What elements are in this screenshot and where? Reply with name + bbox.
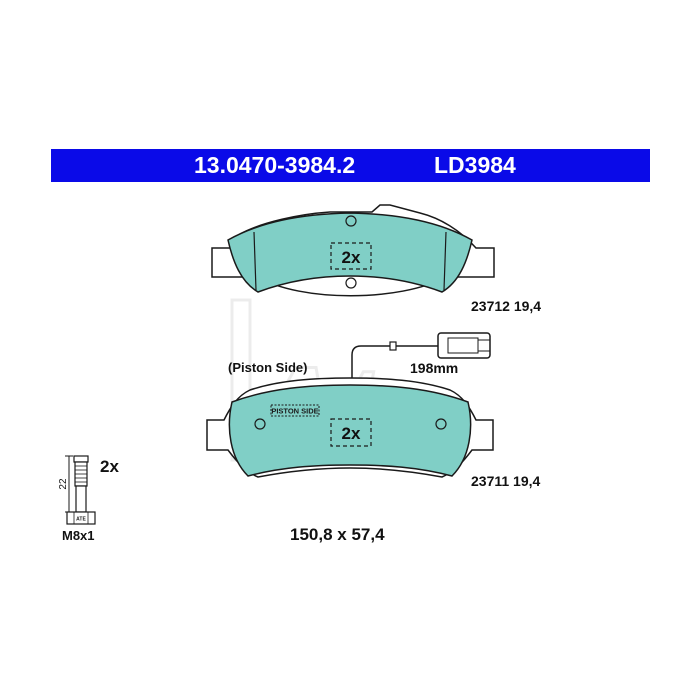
bottom-pad-qty-box <box>330 418 372 447</box>
top-pad-friction <box>227 212 473 293</box>
part-number: 13.0470-3984.2 <box>194 152 356 178</box>
top-pad-hole-lower <box>345 277 357 289</box>
title-banner: 13.0470-3984.2 LD3984 <box>51 149 650 182</box>
wear-sensor <box>351 332 491 378</box>
pad-dimensions: 150,8 x 57,4 <box>290 525 385 544</box>
top-brake-pad: 2x <box>211 204 495 297</box>
bottom-pad-spec: 23711 19,4 <box>471 473 541 489</box>
top-pad-qty-box <box>330 242 372 270</box>
bolt-quantity: 2x <box>100 457 119 476</box>
piston-side-stamp <box>270 404 320 417</box>
bottom-brake-pad: PISTON SIDE 2x <box>206 377 494 478</box>
ld-number: LD3984 <box>434 152 516 178</box>
piston-side-label: (Piston Side) <box>228 360 307 375</box>
piston-side-stamp-text: PISTON SIDE <box>271 407 318 416</box>
bottom-pad-hole-right <box>435 418 447 430</box>
top-pad-hole-upper <box>345 215 357 227</box>
sensor-length: 198mm <box>410 360 458 376</box>
bottom-pad-quantity: 2x <box>342 424 361 443</box>
top-pad-quantity: 2x <box>342 248 361 267</box>
bottom-pad-hole-left <box>254 418 266 430</box>
sensor-connector <box>437 332 491 359</box>
bolt-length: 22 <box>58 478 69 490</box>
guide-bolt: ATE 22 <box>58 455 96 525</box>
top-pad-spec: 23712 19,4 <box>471 298 541 314</box>
bolt-head-mark: ATE <box>76 517 86 523</box>
bolt-thread-size: M8x1 <box>62 528 95 543</box>
